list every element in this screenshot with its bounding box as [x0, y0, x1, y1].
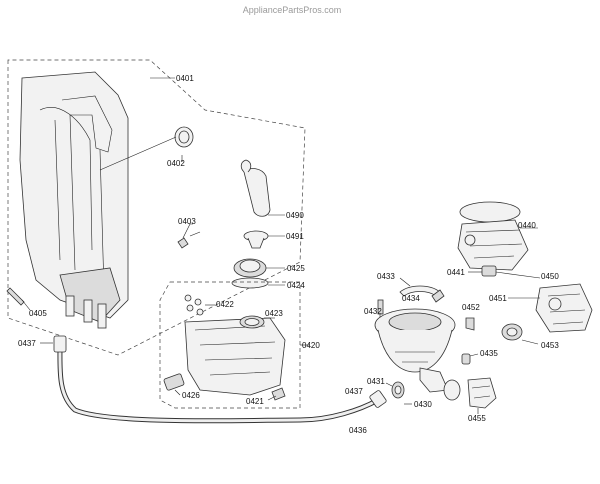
clip-0434 — [431, 289, 445, 303]
cap-part — [243, 230, 285, 249]
sump-group — [159, 281, 310, 409]
drain-clip — [6, 287, 25, 306]
connector-part — [385, 381, 412, 405]
label-0455: 0455 — [468, 414, 486, 423]
float-part — [231, 258, 285, 289]
label-0424: 0424 — [287, 281, 305, 290]
label-0402: 0402 — [167, 159, 185, 168]
label-0403: 0403 — [178, 217, 196, 226]
inlet-hose — [40, 335, 387, 424]
label-0491: 0491 — [286, 232, 304, 241]
sump-body — [374, 308, 456, 393]
label-0401: 0401 — [176, 74, 194, 83]
side-panel — [19, 71, 129, 319]
circulation-pump — [508, 283, 593, 333]
label-0451: 0451 — [489, 294, 507, 303]
label-0441: 0441 — [447, 268, 465, 277]
watermark: AppliancePartsPros.com — [243, 5, 342, 15]
label-0435: 0435 — [480, 349, 498, 358]
side-panel-group — [6, 59, 306, 356]
pump-seal — [501, 323, 539, 345]
label-0437-left: 0437 — [18, 339, 36, 348]
sensor-part — [468, 265, 541, 279]
label-0440: 0440 — [518, 221, 536, 230]
label-0423: 0423 — [265, 309, 283, 318]
label-0452: 0452 — [462, 303, 480, 312]
label-0405: 0405 — [29, 309, 47, 318]
label-0431: 0431 — [367, 377, 385, 386]
part-0435 — [461, 353, 479, 365]
label-0436: 0436 — [349, 426, 367, 435]
label-0430: 0430 — [414, 400, 432, 409]
label-0421: 0421 — [246, 397, 264, 406]
label-0420: 0420 — [302, 341, 320, 350]
drain-pump — [443, 377, 497, 414]
label-0433: 0433 — [377, 272, 395, 281]
label-0422: 0422 — [216, 300, 234, 309]
clip-0452 — [465, 317, 475, 331]
label-0425: 0425 — [287, 264, 305, 273]
label-0432: 0432 — [364, 307, 382, 316]
label-0434: 0434 — [402, 294, 420, 303]
part-labels: 0401 0402 0403 0405 0437 0490 0491 0425 … — [18, 74, 559, 435]
label-0450: 0450 — [541, 272, 559, 281]
heater-housing — [457, 201, 538, 271]
label-0437-right: 0437 — [345, 387, 363, 396]
clip-part — [177, 237, 189, 249]
label-0453: 0453 — [541, 341, 559, 350]
label-0426: 0426 — [182, 391, 200, 400]
label-0490: 0490 — [286, 211, 304, 220]
funnel-part — [240, 159, 285, 217]
